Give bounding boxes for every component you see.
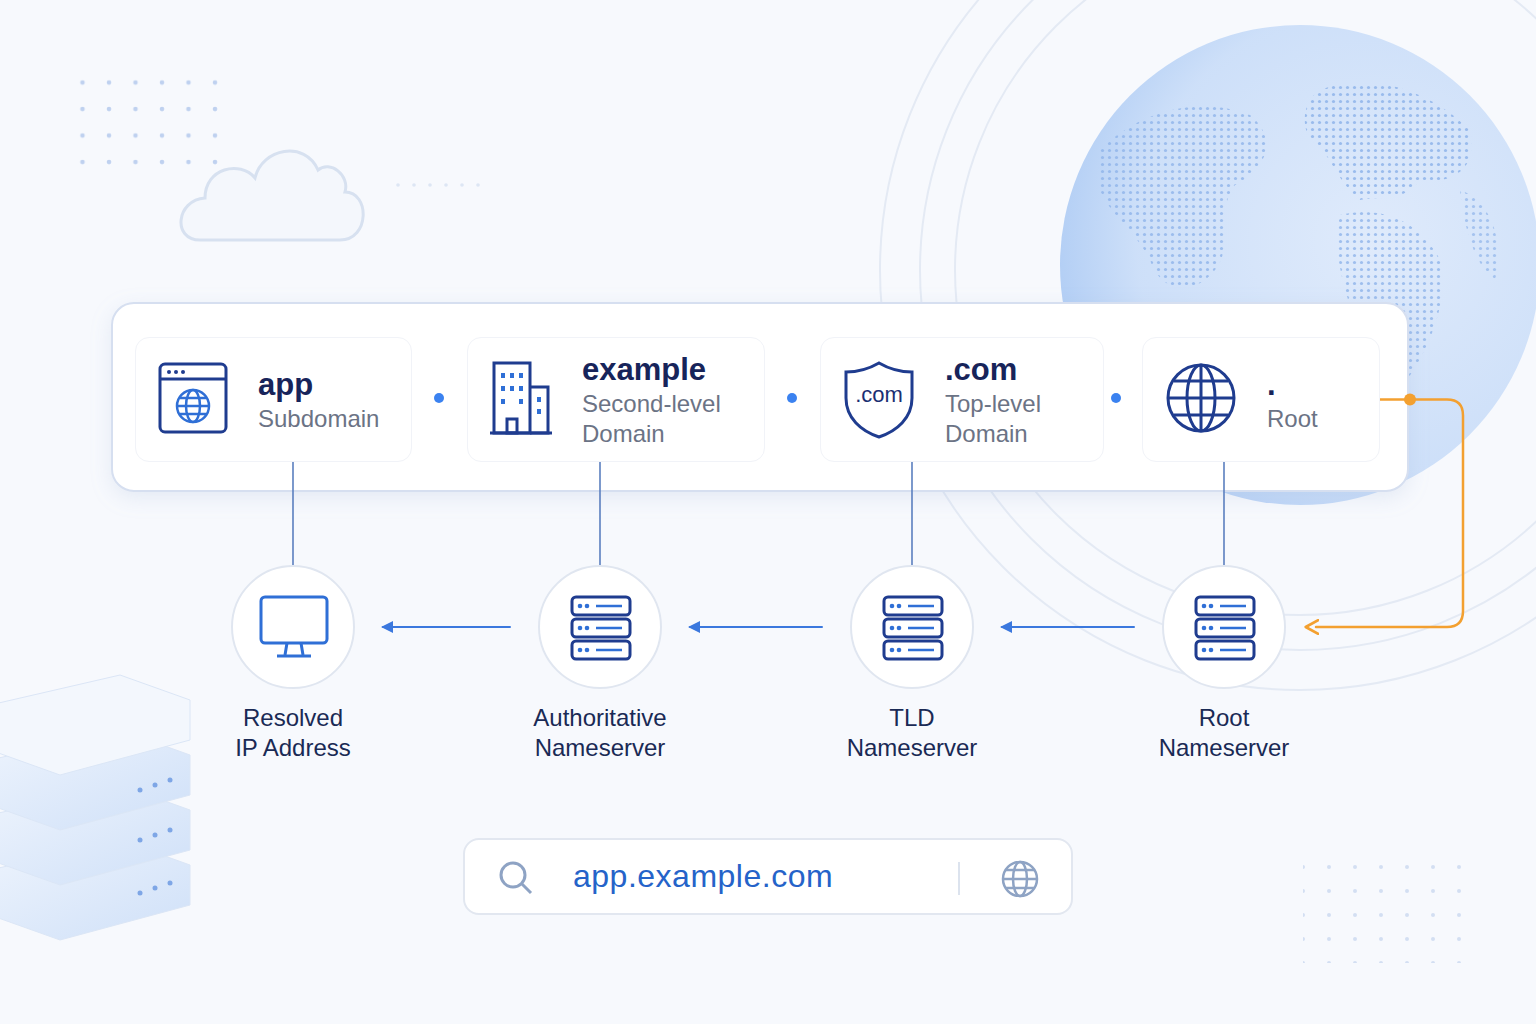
segment-kind: Top-level Domain xyxy=(945,389,1085,449)
segment-name: example xyxy=(582,351,744,389)
server-icon xyxy=(852,567,976,691)
segment-name: app xyxy=(258,366,379,404)
search-bar: app.example.com xyxy=(463,838,1073,915)
dot-row xyxy=(396,183,480,187)
domain-segment: appSubdomain xyxy=(135,337,412,462)
step-label: Resolved IP Address xyxy=(230,703,356,763)
referral-arrow xyxy=(690,626,822,628)
resolver-circle: Authoritative Nameserver xyxy=(538,565,662,689)
resolver-circle: Resolved IP Address xyxy=(231,565,355,689)
segment-kind: Second-level Domain xyxy=(582,389,744,449)
building-icon xyxy=(490,361,552,435)
server-stack-illustration xyxy=(0,675,190,940)
segment-text: .comTop-level Domain xyxy=(945,351,1085,449)
window-icon xyxy=(158,362,228,434)
domain-segment: exampleSecond-level Domain xyxy=(467,337,765,462)
domain-panel xyxy=(112,303,1408,491)
segment-name: . xyxy=(1267,366,1318,404)
shield-label: .com xyxy=(843,382,915,408)
monitor-icon xyxy=(233,567,357,691)
level-link xyxy=(911,462,913,565)
level-link xyxy=(599,462,601,565)
globe-icon xyxy=(1165,362,1237,438)
search-query: app.example.com xyxy=(573,858,833,895)
step-label: Authoritative Nameserver xyxy=(505,703,695,763)
cloud-outline xyxy=(181,151,363,240)
segment-text: .Root xyxy=(1267,366,1318,434)
window-icon xyxy=(158,362,228,438)
step-label: Root Nameserver xyxy=(1144,703,1304,763)
tld-shield: .com xyxy=(843,360,915,440)
referral-arrow xyxy=(383,626,510,628)
segment-kind: Root xyxy=(1267,404,1318,434)
step-label: TLD Nameserver xyxy=(837,703,987,763)
building-icon xyxy=(490,361,552,439)
segment-kind: Subdomain xyxy=(258,404,379,434)
dot-grid xyxy=(76,64,221,184)
level-link xyxy=(1223,462,1225,565)
segment-name: .com xyxy=(945,351,1085,389)
segment-text: appSubdomain xyxy=(258,366,379,434)
domain-segment: .com.comTop-level Domain xyxy=(820,337,1104,462)
level-link xyxy=(292,462,294,565)
resolver-circle: TLD Nameserver xyxy=(850,565,974,689)
referral-arrow xyxy=(1002,626,1134,628)
server-icon xyxy=(1164,567,1288,691)
segment-text: exampleSecond-level Domain xyxy=(582,351,744,449)
dot-grid xyxy=(1303,853,1478,963)
domain-segment: .Root xyxy=(1142,337,1380,462)
globe-icon xyxy=(1165,362,1237,434)
server-icon xyxy=(540,567,664,691)
resolver-circle: Root Nameserver xyxy=(1162,565,1286,689)
